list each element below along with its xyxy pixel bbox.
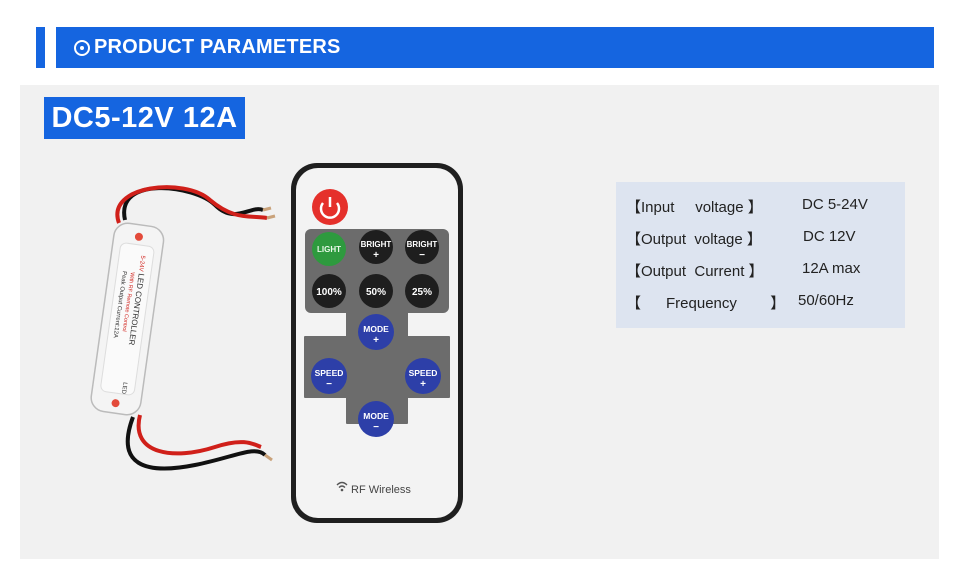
bright-up-sign: + — [373, 250, 379, 261]
section-title: PRODUCT PARAMETERS — [94, 36, 341, 58]
light-label: LIGHT — [317, 245, 341, 254]
mode-down-sign: − — [373, 422, 379, 433]
header-accent-bar — [36, 27, 45, 68]
speed-down-button[interactable] — [311, 358, 347, 394]
speed-down-sign: − — [326, 379, 332, 390]
mode-up-sign: + — [373, 335, 379, 346]
brightness-25-button[interactable] — [405, 274, 439, 308]
spec-row: 【Input voltage 】 DC 5-24V — [616, 196, 905, 216]
brightness-50-button[interactable] — [359, 274, 393, 308]
remote-footer-label: RF Wireless — [351, 484, 411, 496]
speed-up-sign: + — [420, 379, 426, 390]
voltage-badge: DC5-12V 12A — [44, 97, 245, 139]
bright-up-label: BRIGHT — [361, 240, 392, 249]
spec-value: DC 5-24V — [802, 196, 868, 213]
led-controller-image: 5-24V LED CONTROLLER With RF Remote Cont… — [90, 185, 276, 471]
spec-label: 【 Frequency 】 — [626, 295, 786, 312]
mode-up-label: MODE — [363, 324, 389, 334]
speed-up-button[interactable] — [405, 358, 441, 394]
bright-down-label: BRIGHT — [407, 240, 438, 249]
mode-up-button[interactable] — [358, 314, 394, 350]
bright-down-sign: − — [419, 250, 425, 261]
controller-marking-bottom: LED — [120, 382, 128, 395]
spec-table: 【Input voltage 】 DC 5-24V 【Output voltag… — [616, 182, 905, 328]
mode-down-button[interactable] — [358, 401, 394, 437]
spec-value: 12A max — [802, 260, 861, 277]
wifi-icon — [336, 481, 348, 492]
brightness-50-label: 50% — [366, 287, 386, 298]
brightness-100-button[interactable] — [312, 274, 346, 308]
controller-marking-top: 5-24V — [137, 255, 145, 272]
speed-down-label: SPEED — [315, 368, 344, 378]
light-button[interactable] — [312, 232, 346, 266]
bright-up-button[interactable] — [359, 230, 393, 264]
spec-row: 【Output voltage 】 DC 12V — [616, 228, 905, 248]
spec-value: DC 12V — [803, 228, 856, 245]
bright-down-button[interactable] — [405, 230, 439, 264]
remote-control-image: LIGHT BRIGHT + BRIGHT − 100% 50% 25% MOD… — [291, 163, 463, 523]
speed-up-label: SPEED — [409, 368, 438, 378]
spec-value: 50/60Hz — [798, 292, 854, 309]
power-icon — [319, 197, 341, 219]
spec-row: 【Output Current 】 12A max — [616, 260, 905, 280]
section-header: PRODUCT PARAMETERS — [56, 27, 934, 68]
brightness-100-label: 100% — [316, 287, 342, 298]
target-circle-icon — [74, 39, 90, 56]
spec-label: 【Output voltage 】 — [626, 231, 762, 248]
mode-down-label: MODE — [363, 411, 389, 421]
brightness-25-label: 25% — [412, 287, 432, 298]
spec-label: 【Output Current 】 — [626, 263, 764, 280]
spec-row: 【 Frequency 】 50/60Hz — [616, 292, 905, 312]
spec-label: 【Input voltage 】 — [626, 199, 763, 216]
